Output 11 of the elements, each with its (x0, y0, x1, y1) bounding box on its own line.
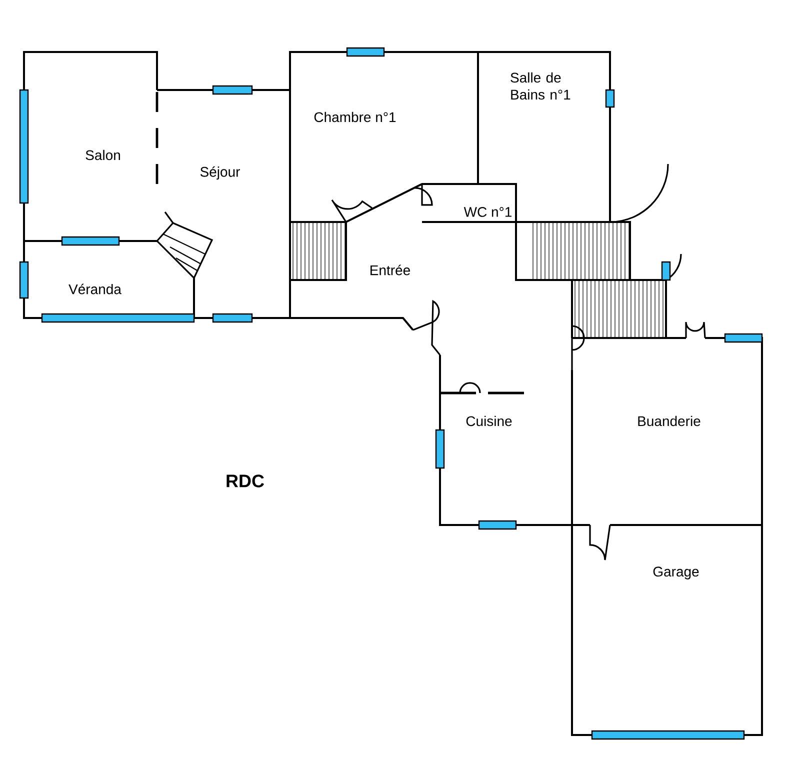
room-label: Garage (653, 566, 699, 580)
room-label: Salon (86, 150, 120, 160)
room-label: Séjour (200, 166, 240, 180)
floor-label: RDC (226, 474, 264, 488)
room-label: Chambre n°1 (314, 112, 396, 122)
room-label: Salle de Bains n°1 (510, 72, 570, 100)
room-label: Buanderie (638, 416, 700, 426)
room-label: Véranda (68, 284, 122, 294)
room-label: WC n°1 (464, 207, 512, 217)
room-label: Cuisine (466, 416, 512, 426)
room-label: Entrée (370, 264, 410, 276)
